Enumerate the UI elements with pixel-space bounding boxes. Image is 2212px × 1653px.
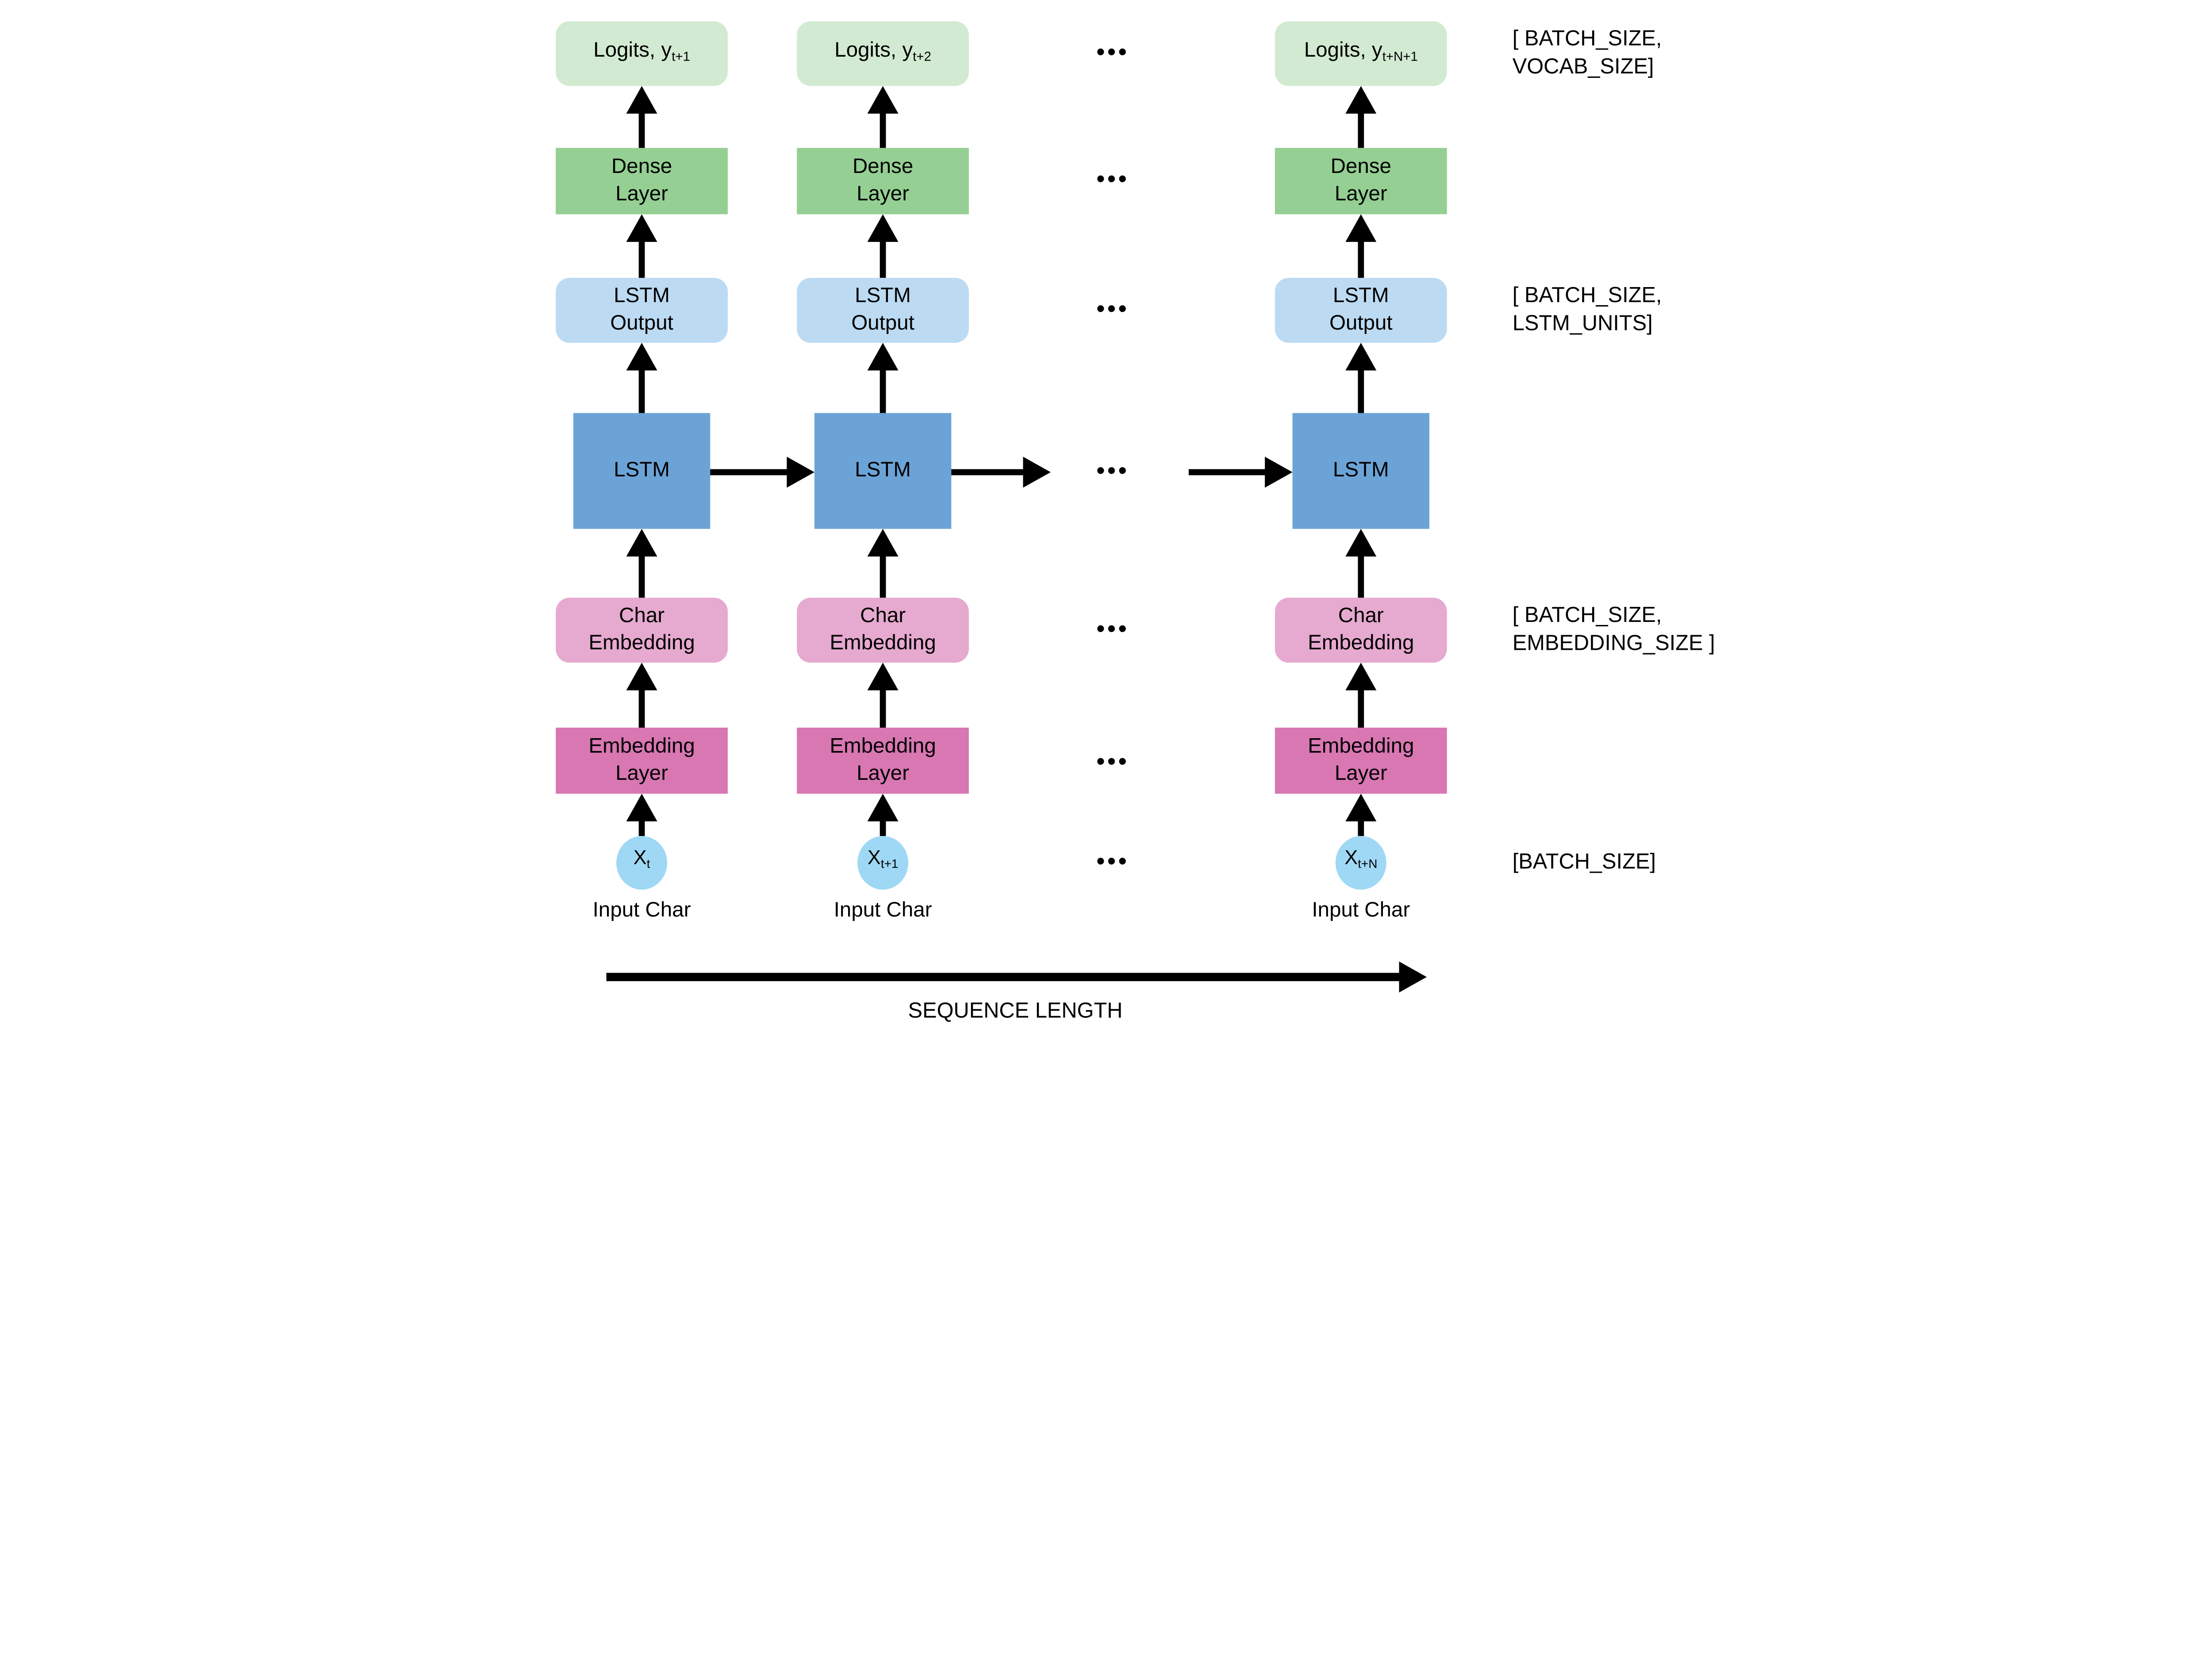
lstm-output-box (556, 278, 728, 343)
input-char-symbol: Xt+1 (868, 846, 899, 871)
lstm-output-label: LSTM (614, 284, 670, 307)
char-embedding-to-lstm-arrow-arrowhead-icon (1345, 529, 1377, 557)
char-embedding-box (797, 598, 969, 663)
lstm-cell-label: LSTM (614, 458, 670, 481)
lstm-output-label: LSTM (1333, 284, 1389, 307)
logits-box (556, 21, 728, 86)
dense-layer-label: Layer (856, 182, 909, 205)
embedding-to-char-embedding-arrow-arrowhead-icon (867, 663, 899, 690)
char-embedding-label: Embedding (588, 631, 695, 654)
dense-layer-label: Layer (615, 182, 668, 205)
sequence-length-label: SEQUENCE LENGTH (908, 998, 1123, 1022)
lstm-cell-box (814, 413, 952, 529)
output-to-dense-arrow-arrowhead-icon (626, 214, 657, 242)
embedding-layer-box (556, 728, 728, 794)
lstm-output-shape-label: [ BATCH_SIZE, (1513, 283, 1662, 307)
lstm-cell-label: LSTM (855, 458, 911, 481)
ellipsis-icon: ••• (1096, 38, 1129, 65)
input-char-symbol: Xt+N (1344, 846, 1377, 871)
dense-to-logits-arrow-arrowhead-icon (1345, 86, 1377, 114)
recurrent-arrow-1-arrowhead-icon (787, 456, 814, 488)
lstm-to-output-arrow-arrowhead-icon (1345, 343, 1377, 371)
recurrent-arrow-2-arrowhead-icon (1023, 456, 1051, 488)
logits-label: Logits, yt+1 (593, 38, 690, 64)
logits-shape-label: VOCAB_SIZE] (1513, 54, 1654, 78)
lstm-to-output-arrow-arrowhead-icon (626, 343, 657, 371)
input-char-node (616, 836, 668, 890)
lstm-architecture-diagram: Logits, yt+1DenseLayerLSTMOutputLSTMChar… (556, 21, 1715, 1022)
char-embedding-to-lstm-arrow-arrowhead-icon (626, 529, 657, 557)
ellipsis-icon: ••• (1096, 747, 1129, 775)
dense-layer-box (556, 148, 728, 215)
dense-layer-box (1275, 148, 1447, 215)
embedding-layer-label: Embedding (588, 734, 695, 757)
logits-label: Logits, yt+N+1 (1304, 38, 1418, 64)
logits-box (797, 21, 969, 86)
input-char-symbol: Xt (634, 846, 650, 871)
char-embedding-label: Char (619, 603, 664, 627)
recurrent-arrow-3-arrowhead-icon (1265, 456, 1293, 488)
char-embedding-box (556, 598, 728, 663)
lstm-output-label: LSTM (855, 284, 911, 307)
embedding-layer-box (1275, 728, 1447, 794)
ellipsis-icon: ••• (1096, 456, 1129, 484)
embedding-layer-label: Layer (1335, 761, 1387, 785)
lstm-cell-label: LSTM (1333, 458, 1389, 481)
char-embedding-shape-label: [ BATCH_SIZE, (1513, 603, 1662, 627)
input-shape-label: [BATCH_SIZE] (1513, 850, 1656, 874)
dense-layer-label: Dense (611, 154, 672, 178)
embedding-to-char-embedding-arrow-arrowhead-icon (1345, 663, 1377, 690)
output-to-dense-arrow-arrowhead-icon (867, 214, 899, 242)
input-char-node (857, 836, 909, 890)
ellipsis-icon: ••• (1096, 614, 1129, 642)
lstm-cell-box (573, 413, 710, 529)
ellipsis-icon: ••• (1096, 165, 1129, 192)
ellipsis-icon: ••• (1096, 847, 1129, 874)
embedding-layer-label: Embedding (830, 734, 936, 757)
dense-layer-box (797, 148, 969, 215)
input-char-label: Input Char (834, 898, 932, 921)
input-char-label: Input Char (593, 898, 691, 921)
dense-layer-label: Layer (1335, 182, 1387, 205)
dense-to-logits-arrow-arrowhead-icon (626, 86, 657, 114)
char-embedding-to-lstm-arrow-arrowhead-icon (867, 529, 899, 557)
char-embedding-label: Embedding (1308, 631, 1414, 654)
dense-layer-label: Dense (853, 154, 913, 178)
lstm-output-box (797, 278, 969, 343)
sequence-length-arrow-arrowhead-icon (1399, 961, 1427, 993)
input-to-embedding-arrow-arrowhead-icon (867, 794, 899, 821)
embedding-layer-label: Layer (856, 761, 909, 785)
lstm-to-output-arrow-arrowhead-icon (867, 343, 899, 371)
input-to-embedding-arrow-arrowhead-icon (626, 794, 657, 821)
input-char-label: Input Char (1312, 898, 1410, 921)
char-embedding-box (1275, 598, 1447, 663)
char-embedding-shape-label: EMBEDDING_SIZE ] (1513, 631, 1715, 655)
embedding-layer-label: Embedding (1308, 734, 1414, 757)
lstm-output-shape-label: LSTM_UNITS] (1513, 311, 1653, 335)
ellipsis-icon: ••• (1096, 295, 1129, 322)
output-to-dense-arrow-arrowhead-icon (1345, 214, 1377, 242)
dense-to-logits-arrow-arrowhead-icon (867, 86, 899, 114)
lstm-output-label: Output (851, 311, 914, 334)
lstm-cell-box (1292, 413, 1429, 529)
dense-layer-label: Dense (1331, 154, 1391, 178)
char-embedding-label: Char (1338, 603, 1384, 627)
embedding-layer-box (797, 728, 969, 794)
lstm-output-box (1275, 278, 1447, 343)
lstm-output-label: Output (1329, 311, 1393, 334)
char-embedding-label: Char (860, 603, 906, 627)
embedding-to-char-embedding-arrow-arrowhead-icon (626, 663, 657, 690)
lstm-output-label: Output (610, 311, 673, 334)
logits-box (1275, 21, 1447, 86)
char-embedding-label: Embedding (830, 631, 936, 654)
logits-shape-label: [ BATCH_SIZE, (1513, 26, 1662, 50)
logits-label: Logits, yt+2 (834, 38, 931, 64)
embedding-layer-label: Layer (615, 761, 668, 785)
input-char-node (1335, 836, 1386, 890)
input-to-embedding-arrow-arrowhead-icon (1345, 794, 1377, 821)
